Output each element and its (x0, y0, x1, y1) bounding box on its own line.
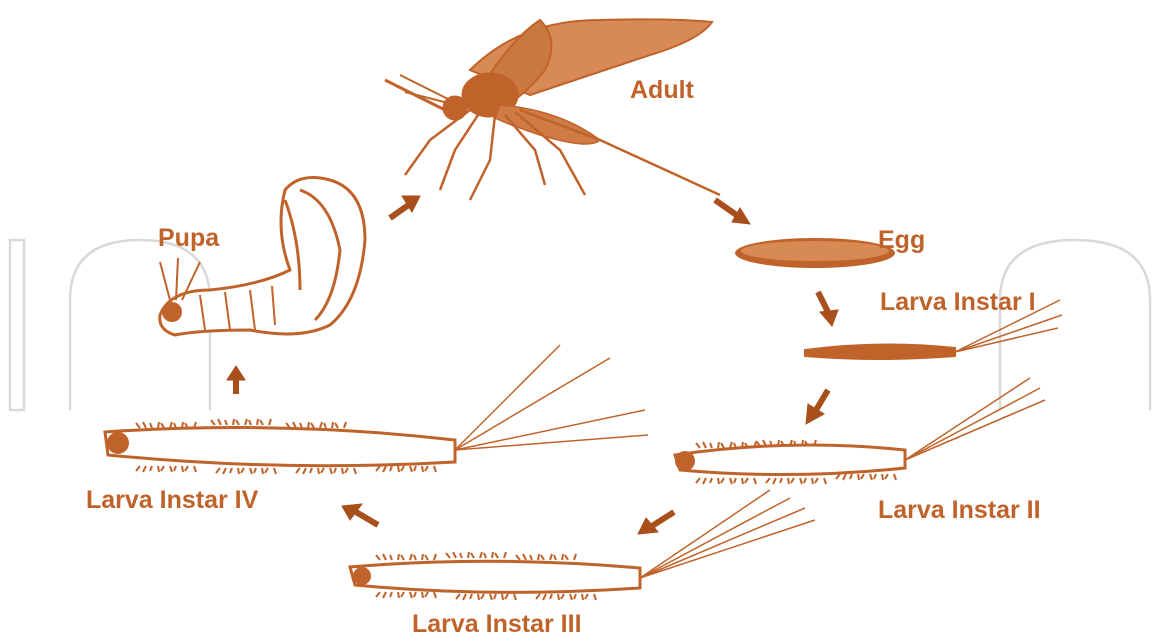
arrow-larva2-to-larva3 (638, 512, 674, 534)
arrow-larva4-to-pupa (227, 366, 245, 394)
arrow-adult-to-egg (715, 200, 750, 224)
arrow-larva3-to-larva4 (342, 504, 378, 525)
label-pupa: Pupa (158, 226, 219, 251)
larva-instar-3-illustration (350, 490, 815, 600)
arrow-pupa-to-adult (390, 196, 420, 218)
arrow-larva1-to-larva2 (806, 390, 828, 424)
label-egg: Egg (878, 228, 925, 253)
mosquito-adult-illustration (385, 19, 720, 200)
label-larva-instar-2: Larva Instar II (878, 498, 1041, 523)
arrow-egg-to-larva1 (818, 292, 838, 326)
label-larva-instar-3: Larva Instar III (412, 612, 582, 637)
label-larva-instar-1: Larva Instar I (880, 290, 1036, 315)
label-larva-instar-4: Larva Instar IV (86, 488, 258, 513)
pupa-illustration (160, 178, 365, 335)
egg-illustration (735, 238, 895, 268)
larva-instar-2-illustration (675, 378, 1045, 484)
larva-instar-4-illustration (105, 345, 648, 474)
label-adult: Adult (630, 78, 694, 103)
